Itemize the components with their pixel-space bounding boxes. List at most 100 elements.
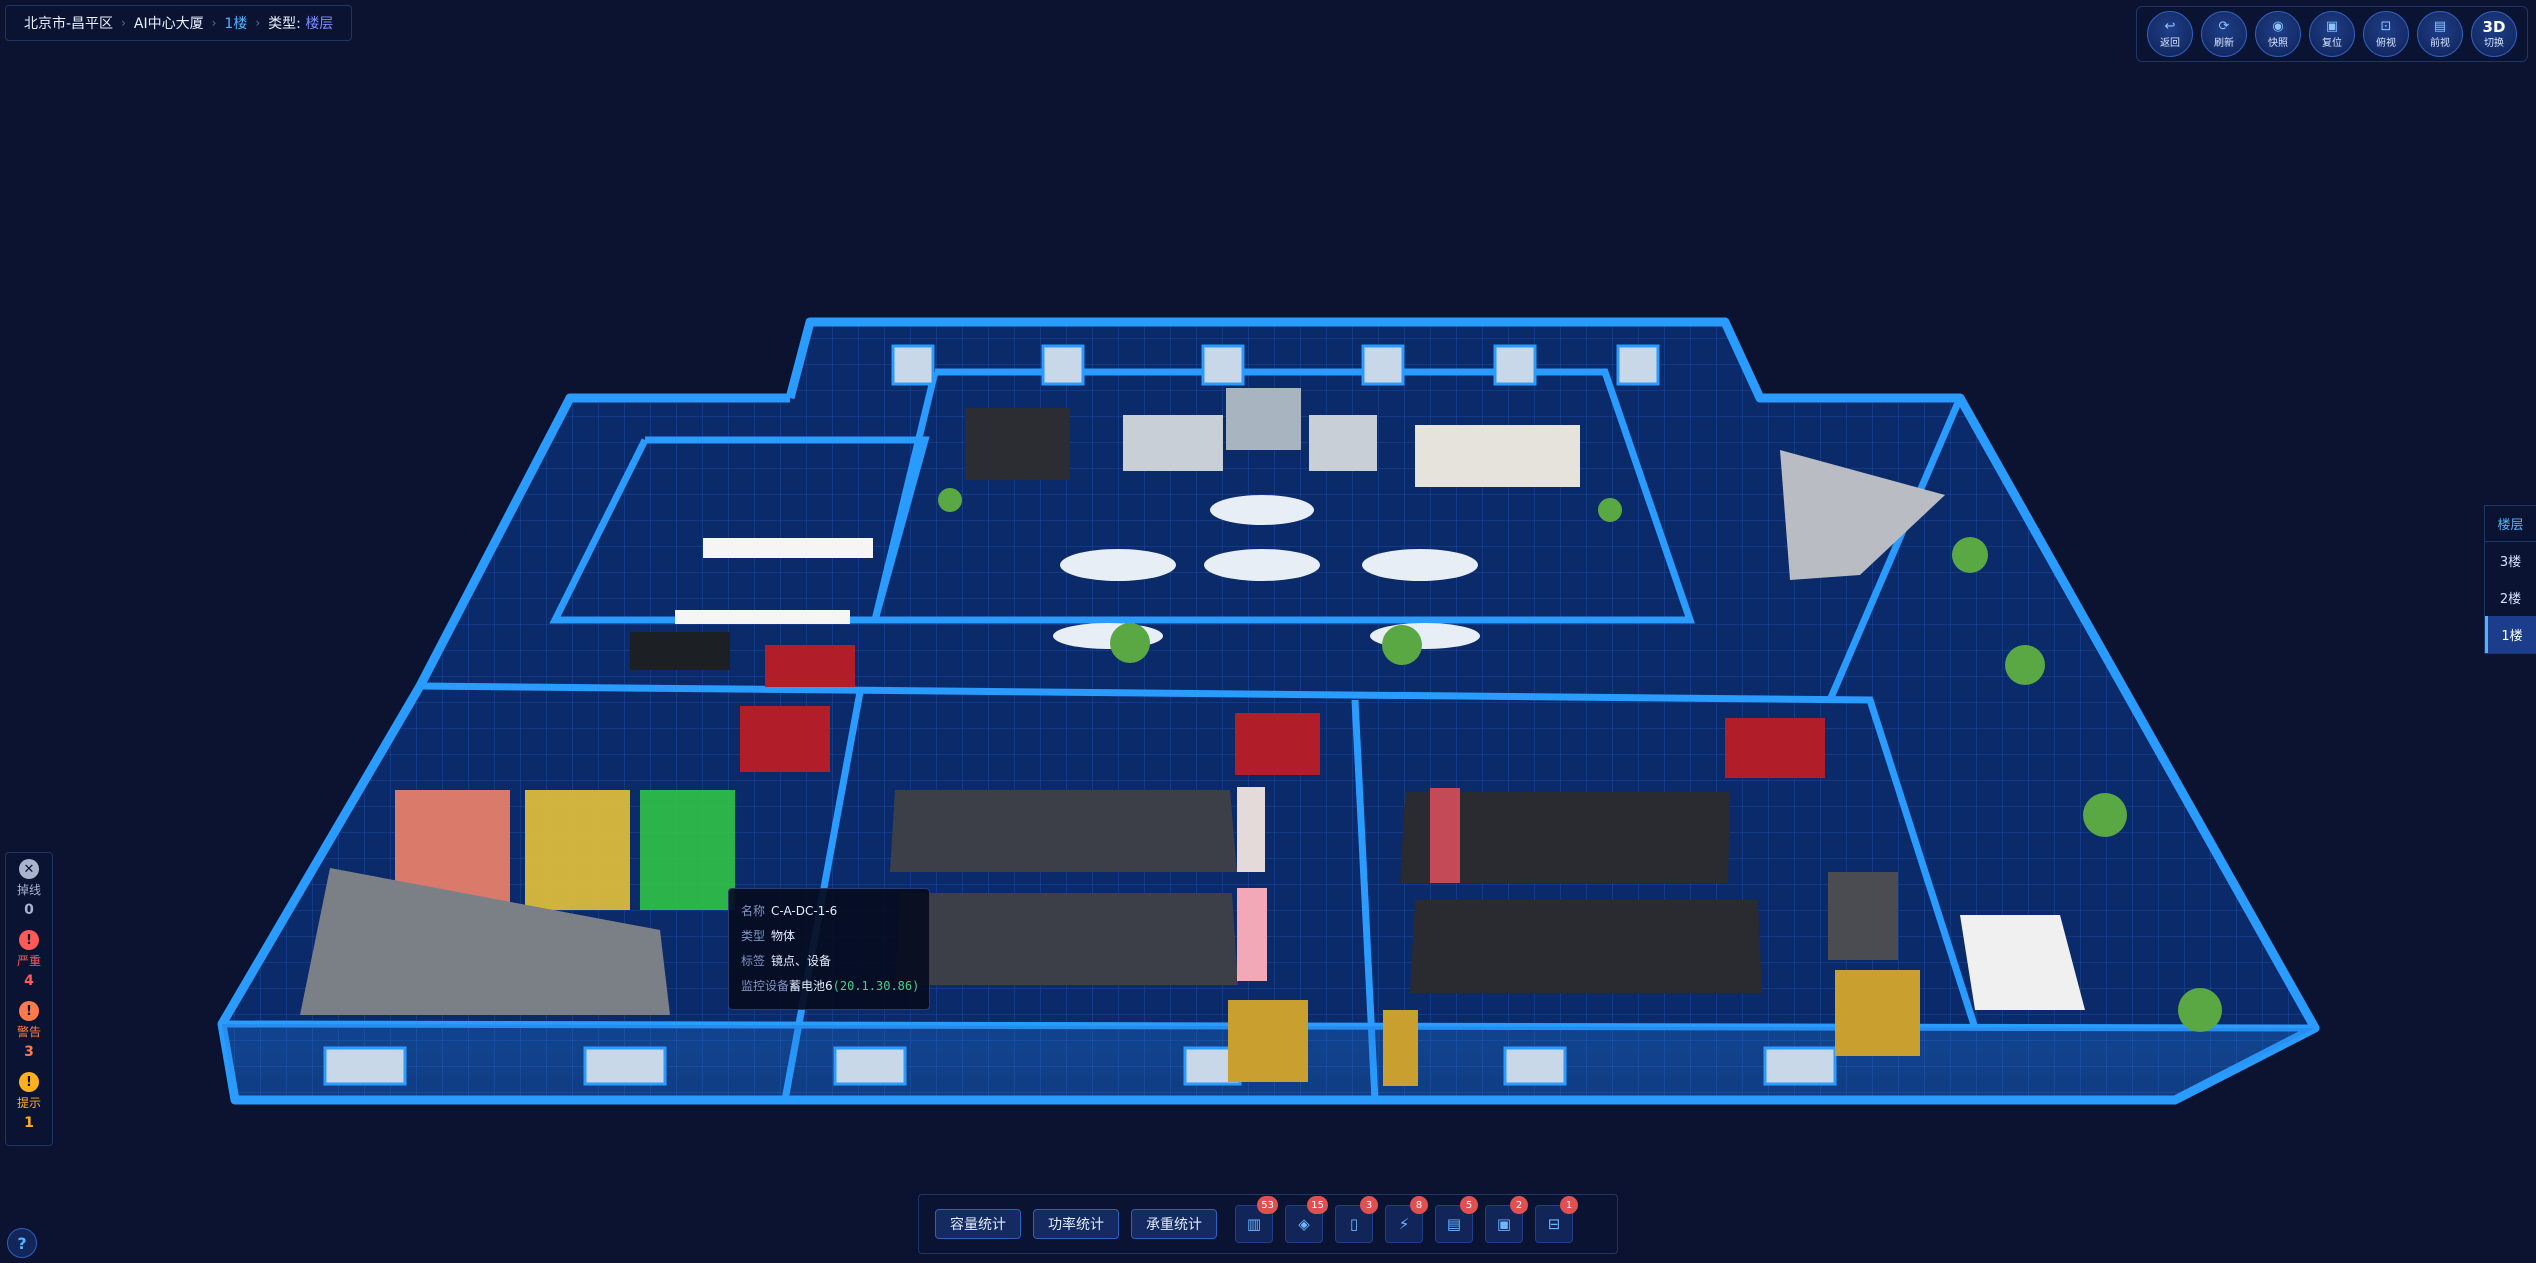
type-label: 类型: bbox=[268, 16, 301, 32]
breadcrumb-building[interactable]: AI中心大厦 bbox=[133, 16, 204, 32]
capacity-stats-button[interactable]: 容量统计 bbox=[935, 1209, 1021, 1239]
server-icon: ▥ bbox=[1246, 1215, 1262, 1233]
category-book[interactable]: ▤ 5 bbox=[1435, 1196, 1478, 1243]
tooltip-value: C-A-DC-1-6 bbox=[771, 904, 838, 918]
book-icon: ▤ bbox=[1446, 1215, 1462, 1233]
load-stats-button[interactable]: 承重统计 bbox=[1131, 1209, 1217, 1239]
breadcrumb-city[interactable]: 北京市-昌平区 bbox=[24, 16, 114, 32]
front-view-label: 前视 bbox=[2430, 37, 2450, 49]
floor-item-1[interactable]: 1楼 bbox=[2485, 616, 2536, 653]
alarm-panel: ✕ 掉线 0 ! 严重 4 ! 警告 3 ! 提示 1 bbox=[5, 852, 53, 1146]
alarm-offline[interactable]: ✕ 掉线 0 bbox=[17, 859, 41, 918]
count-badge: 5 bbox=[1460, 1196, 1478, 1214]
count-badge: 15 bbox=[1307, 1196, 1328, 1214]
phone-icon: ▯ bbox=[1349, 1215, 1359, 1233]
floor-selector: 楼层 3楼 2楼 1楼 bbox=[2484, 505, 2536, 654]
tooltip-row-tags: 标签 镜点、设备 bbox=[741, 949, 917, 974]
tooltip-value: 物体 bbox=[771, 929, 796, 943]
storage-cabinets bbox=[1123, 415, 1580, 487]
3d-icon: 3D bbox=[2482, 17, 2506, 36]
back-button[interactable]: ↩ 返回 bbox=[2147, 11, 2193, 57]
tooltip-key: 名称 bbox=[741, 904, 766, 918]
refresh-button[interactable]: ⟳ 刷新 bbox=[2201, 11, 2247, 57]
category-server[interactable]: ▥ 53 bbox=[1235, 1196, 1278, 1243]
tooltip-key: 标签 bbox=[741, 954, 766, 968]
view-toolbar: ↩ 返回 ⟳ 刷新 ◉ 快照 ▣ 复位 ⊡ 俯视 ▤ 前视 3D 切换 bbox=[2136, 6, 2528, 62]
category-tablet[interactable]: ▣ 2 bbox=[1485, 1196, 1528, 1243]
warning-icon: ! bbox=[18, 1001, 39, 1021]
category-phone[interactable]: ▯ 3 bbox=[1335, 1196, 1378, 1243]
refresh-label: 刷新 bbox=[2214, 37, 2234, 49]
power-stats-button[interactable]: 功率统计 bbox=[1033, 1209, 1119, 1239]
bottom-bar: 容量统计 功率统计 承重统计 ▥ 53 ◈ 15 ▯ 3 ⚡ 8 ▤ 5 ▣ 2… bbox=[918, 1194, 1618, 1254]
breadcrumb-type: 类型: 楼层 bbox=[260, 13, 341, 33]
type-value: 楼层 bbox=[305, 16, 334, 32]
tooltip-key: 监控设备 bbox=[741, 979, 790, 993]
switch-3d-button[interactable]: 3D 切换 bbox=[2471, 11, 2517, 57]
front-view-button[interactable]: ▤ 前视 bbox=[2417, 11, 2463, 57]
tooltip-row-type: 类型 物体 bbox=[741, 924, 917, 949]
alarm-warning[interactable]: ! 警告 3 bbox=[17, 1001, 41, 1060]
object-tooltip: 名称 C-A-DC-1-6 类型 物体 标签 镜点、设备 监控设备 蓄电池6 (… bbox=[728, 888, 930, 1010]
breadcrumb-separator: › bbox=[121, 16, 126, 30]
alarm-count: 1 bbox=[24, 1115, 34, 1131]
offline-icon: ✕ bbox=[18, 859, 39, 879]
plants bbox=[938, 488, 2222, 1032]
count-badge: 53 bbox=[1257, 1196, 1278, 1214]
server-racks bbox=[890, 787, 1762, 993]
red-doors bbox=[740, 645, 1825, 778]
reset-button[interactable]: ▣ 复位 bbox=[2309, 11, 2355, 57]
camera-icon: ◉ bbox=[2272, 18, 2284, 34]
alarm-count: 3 bbox=[24, 1044, 34, 1060]
alarm-critical[interactable]: ! 严重 4 bbox=[17, 930, 41, 989]
tooltip-value: 蓄电池6 bbox=[789, 979, 833, 993]
switch-label: 切换 bbox=[2484, 37, 2504, 49]
battery-icon: ⚡ bbox=[1398, 1215, 1410, 1233]
floor-title: 楼层 bbox=[2485, 506, 2536, 542]
alarm-label: 警告 bbox=[16, 1025, 41, 1039]
tooltip-value: 镜点、设备 bbox=[771, 954, 832, 968]
snapshot-label: 快照 bbox=[2268, 37, 2288, 49]
shield-icon: ! bbox=[18, 930, 39, 950]
alarm-count: 0 bbox=[24, 902, 34, 918]
breadcrumb-floor[interactable]: 1楼 bbox=[224, 16, 248, 32]
top-view-button[interactable]: ⊡ 俯视 bbox=[2363, 11, 2409, 57]
back-icon: ↩ bbox=[2164, 18, 2176, 34]
category-chat[interactable]: ◈ 15 bbox=[1285, 1196, 1328, 1243]
ups-icon: ⊟ bbox=[1547, 1215, 1561, 1233]
alarm-count: 4 bbox=[24, 973, 34, 989]
count-badge: 8 bbox=[1410, 1196, 1428, 1214]
tooltip-key: 类型 bbox=[741, 929, 766, 943]
count-badge: 1 bbox=[1560, 1196, 1578, 1214]
breadcrumb-separator: › bbox=[211, 16, 217, 30]
reset-icon: ▣ bbox=[2325, 18, 2339, 34]
tooltip-ip: (20.1.30.86) bbox=[832, 979, 920, 993]
count-badge: 3 bbox=[1360, 1196, 1378, 1214]
tooltip-row-monitor: 监控设备 蓄电池6 (20.1.30.86) bbox=[741, 974, 920, 999]
alarm-label: 严重 bbox=[16, 954, 41, 968]
info-icon: ! bbox=[18, 1072, 39, 1092]
category-battery[interactable]: ⚡ 8 bbox=[1385, 1196, 1428, 1243]
windows bbox=[323, 344, 1837, 1086]
tablet-icon: ▣ bbox=[1496, 1215, 1512, 1233]
alarm-label: 提示 bbox=[16, 1096, 41, 1110]
front-view-icon: ▤ bbox=[2433, 18, 2447, 34]
back-label: 返回 bbox=[2160, 37, 2180, 49]
top-view-icon: ⊡ bbox=[2380, 18, 2392, 34]
alarm-label: 掉线 bbox=[16, 883, 41, 897]
refresh-icon: ⟳ bbox=[2218, 18, 2230, 34]
breadcrumb: 北京市-昌平区 › AI中心大厦 › 1楼 › 类型: 楼层 bbox=[5, 5, 353, 41]
reset-label: 复位 bbox=[2322, 37, 2342, 49]
count-badge: 2 bbox=[1510, 1196, 1528, 1214]
top-view-label: 俯视 bbox=[2376, 37, 2396, 49]
help-icon[interactable]: ? bbox=[7, 1228, 37, 1258]
floor-item-2[interactable]: 2楼 bbox=[2499, 592, 2522, 607]
floor-item-3[interactable]: 3楼 bbox=[2499, 555, 2522, 570]
breadcrumb-separator: › bbox=[255, 16, 261, 30]
category-ups[interactable]: ⊟ 1 bbox=[1535, 1196, 1578, 1243]
snapshot-button[interactable]: ◉ 快照 bbox=[2255, 11, 2301, 57]
tooltip-row-name: 名称 C-A-DC-1-6 bbox=[741, 899, 917, 924]
alarm-info[interactable]: ! 提示 1 bbox=[17, 1072, 41, 1131]
chat-icon: ◈ bbox=[1298, 1215, 1310, 1233]
